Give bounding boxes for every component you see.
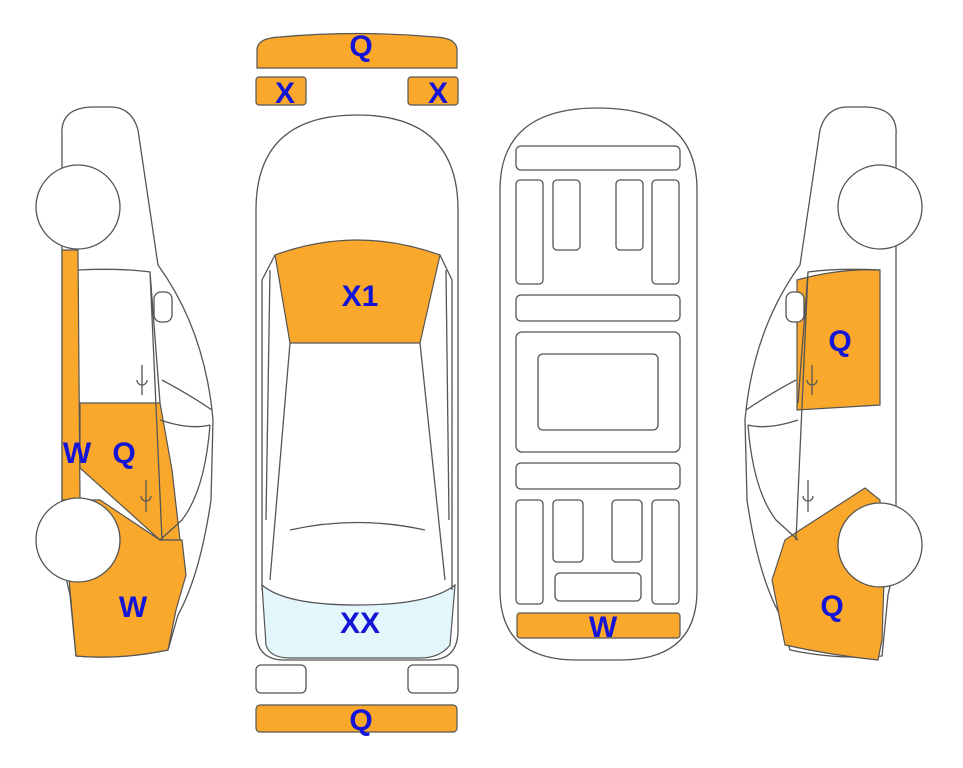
right-window-line (745, 268, 881, 541)
right-front-door-damage[interactable] (796, 269, 881, 411)
rear-bumper-label: Q (349, 704, 372, 737)
left-mirror-shape (153, 291, 173, 323)
right-mirror-damage[interactable] (407, 76, 459, 106)
left-rear-quarter-label: W (119, 591, 148, 624)
front-bumper-damage[interactable] (256, 32, 458, 69)
left-mirror-damage[interactable] (255, 76, 307, 106)
right-front-door-label: Q (828, 325, 851, 358)
windshield-damage[interactable] (274, 239, 441, 344)
left-rear-wheel (35, 497, 121, 583)
left-rear-door-label: Q (112, 437, 135, 470)
right-rear-door-handle-icon (802, 480, 814, 512)
windshield-label: X1 (342, 280, 379, 313)
left-rear-door-handle-icon (140, 480, 152, 512)
left-rocker-label: W (63, 437, 92, 470)
left-rear-light (255, 664, 307, 694)
right-rear-wheel (837, 502, 923, 588)
front-bumper-label: Q (349, 30, 372, 63)
left-window-line (77, 268, 213, 541)
right-side-view: Q Q (744, 106, 923, 661)
left-mirror-label: X (275, 77, 295, 110)
underbody-view: W (499, 107, 698, 661)
right-rear-light (407, 664, 459, 694)
left-side-view: W Q W (35, 106, 214, 658)
underbody-rear-damage[interactable] (516, 612, 681, 639)
rear-window-label: XX (340, 607, 380, 640)
right-rear-quarter-label: Q (820, 590, 843, 623)
right-front-wheel (837, 164, 923, 250)
rear-bumper-damage[interactable] (255, 704, 458, 733)
top-view: Q X X X1 XX Q (255, 30, 459, 737)
left-front-door-handle-icon (136, 365, 148, 395)
right-mirror-label: X (428, 77, 448, 110)
roof-lines (261, 254, 453, 590)
underbody-panels (515, 145, 681, 605)
underbody-rear-label: W (589, 611, 618, 644)
right-mirror-shape (785, 291, 805, 323)
right-front-door-handle-icon (806, 365, 818, 395)
left-front-wheel (35, 164, 121, 250)
